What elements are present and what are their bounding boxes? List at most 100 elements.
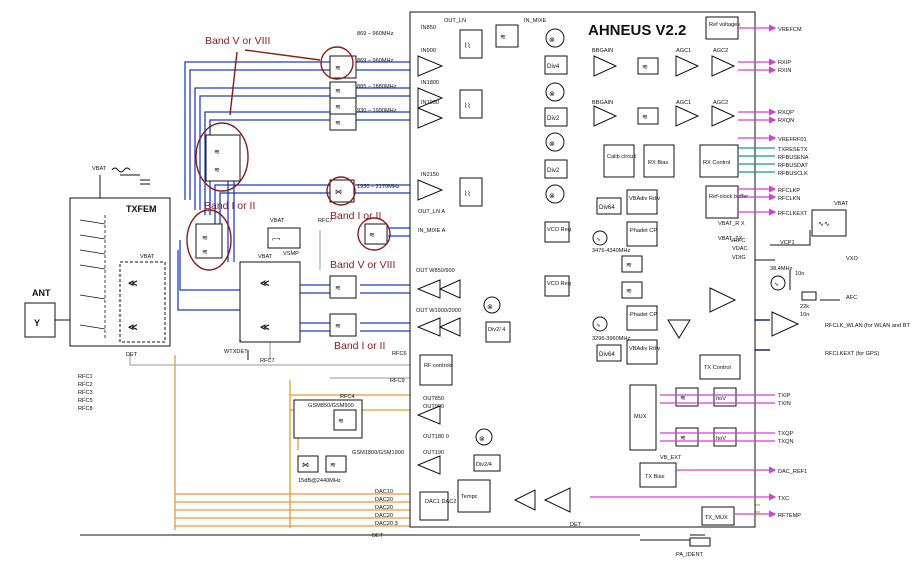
pin-vbat-r: VBAT_R X bbox=[718, 221, 745, 227]
pin-rfclkp: RFCLKP bbox=[778, 188, 800, 194]
rfc-list-5: RFC8 bbox=[78, 406, 93, 412]
gsm-hi-filter-b bbox=[325, 455, 347, 473]
rx-filter-out-ln-icon: ≋ bbox=[369, 232, 375, 239]
balun-upper-a bbox=[459, 29, 483, 59]
label-out1900: OUT190 bbox=[423, 450, 444, 456]
circle-band-v-filter bbox=[320, 46, 354, 80]
div64-a-block bbox=[596, 197, 622, 215]
pin-rfclk-wlan: RFCLK_WLAN (for WLAN and BT bbox=[825, 323, 910, 329]
label-agc1-b: AGC1 bbox=[676, 100, 691, 106]
rx-filter-4 bbox=[329, 113, 357, 131]
label-vdac: VDAC bbox=[732, 246, 748, 252]
rx-filter-label-4: 930 – 1990MHz bbox=[357, 108, 397, 114]
label-out1800: OUT180 0 bbox=[423, 434, 449, 440]
vco-reg-b-block bbox=[544, 275, 570, 297]
annotation-circles bbox=[186, 46, 391, 271]
fem-pa-1-icon: ≪ bbox=[128, 278, 137, 288]
tx-mux-block bbox=[701, 506, 735, 526]
duplexer-band-v-viii-icon-a: ≋ bbox=[214, 149, 220, 156]
phadet-a-block bbox=[626, 221, 658, 247]
div64-b-block bbox=[596, 344, 622, 362]
div2-b-block bbox=[544, 159, 568, 179]
circle-band-i-filter bbox=[326, 176, 356, 206]
label-in1900: IN1900 bbox=[421, 100, 439, 106]
afc-resistor bbox=[801, 291, 817, 301]
tx-filter-q-icon: ≋ bbox=[680, 435, 686, 442]
pin-txip: TXIP bbox=[778, 393, 791, 399]
label-agc2-b: AGC2 bbox=[713, 100, 728, 106]
annotation-band-i-ii-mid: Band I or II bbox=[330, 210, 381, 222]
vbadiv-b-block bbox=[626, 339, 658, 365]
lna-in850-triangle bbox=[417, 55, 444, 77]
div2-a-block bbox=[544, 107, 568, 127]
pin-rxqn: RXQN bbox=[778, 118, 794, 124]
dac-line-4: DAC20 bbox=[375, 513, 393, 519]
div4-label: Div4 bbox=[547, 63, 560, 70]
rx-filter-2 bbox=[329, 81, 357, 99]
label-rfc9: RFC9 bbox=[390, 378, 405, 384]
dac-line-1: DAC10 bbox=[375, 489, 393, 495]
pin-rftemp: RFTEMP bbox=[778, 513, 801, 519]
loop-filter-a bbox=[621, 255, 643, 273]
rf-controls-block bbox=[419, 354, 453, 386]
tx-control-block bbox=[699, 354, 741, 380]
duplexer-band-v-viii-icon-b: ≋ bbox=[214, 167, 220, 174]
tx-mixer-gsm-icon: ⊗ bbox=[479, 436, 485, 443]
ref-clock-buffer-block bbox=[705, 185, 739, 219]
pin-dac-ref1: DAC_REF1 bbox=[778, 469, 807, 475]
rfc-list-4: RFC5 bbox=[78, 398, 93, 404]
vco-b-freq: 3296-3960MHz bbox=[592, 336, 630, 342]
label-out-ln: OUT_LN bbox=[444, 18, 466, 24]
tx-filter-w850-icon: ≋ bbox=[335, 285, 341, 292]
bb-filter-a bbox=[637, 57, 659, 75]
pin-rfclkext: RFCLKEXT bbox=[778, 211, 808, 217]
tx-filter-label-gsm-hi: GSM1800/GSM1900 bbox=[352, 450, 404, 456]
pin-txqp: TXQP bbox=[778, 431, 793, 437]
det-buffer bbox=[513, 489, 536, 511]
div2-a-label: Div2 bbox=[547, 115, 560, 122]
pin-txin: TXIN bbox=[778, 401, 791, 407]
itov-i-label: ItoV bbox=[716, 396, 726, 402]
pin-vrefrf01: VREFRF01 bbox=[778, 137, 807, 143]
pin-txresetx: TXRESETX bbox=[778, 147, 808, 153]
div2-4-gsm-block bbox=[473, 454, 501, 472]
pin-rfclkn: RFCLKN bbox=[778, 196, 800, 202]
label-vbat-vsmp: VBAT bbox=[270, 218, 285, 224]
pin-c10n-a: 10n bbox=[795, 271, 804, 277]
label-in2150: IN2150 bbox=[421, 172, 439, 178]
loop-filter-b-icon: ≋ bbox=[626, 288, 632, 295]
balun-upper-a-icon: ⌇⌇ bbox=[464, 42, 471, 50]
phadet-b-block bbox=[626, 305, 658, 331]
loop-filter-b bbox=[621, 281, 643, 299]
label-vbat-top: VBAT bbox=[92, 166, 107, 172]
rx-mixers: ⊗ ⊗ ⊗ ⊗ bbox=[545, 28, 565, 204]
tx-filter-i bbox=[675, 387, 699, 407]
div4-block bbox=[544, 55, 568, 75]
lna-group bbox=[417, 55, 444, 201]
rx-filter-4-icon: ≋ bbox=[335, 120, 341, 127]
tx-mixer-w bbox=[483, 296, 501, 314]
rx-mixer-2-icon: ⊗ bbox=[549, 91, 555, 98]
pin-vcp1: VCP1 bbox=[780, 240, 795, 246]
txfem-label: TXFEM bbox=[126, 204, 157, 214]
label-in-mixe: IN_MIXE bbox=[524, 18, 547, 24]
label-vsmp: VSMP bbox=[283, 251, 299, 257]
rx-filter-1-icon: ≋ bbox=[335, 65, 341, 72]
label-out-w850: OUT W850/900 bbox=[416, 268, 455, 274]
rfc-list-2: RFC2 bbox=[78, 382, 93, 388]
antenna-box bbox=[24, 302, 56, 338]
bus-lines-green bbox=[738, 147, 775, 173]
rfc-list-3: RFC3 bbox=[78, 390, 93, 396]
ref-voltages-block bbox=[705, 16, 739, 40]
tx-pa-gsm-hi bbox=[416, 455, 441, 475]
tx-filter-w1900 bbox=[329, 313, 357, 337]
rfc-list-1: RFC1 bbox=[78, 374, 93, 380]
gsm-filter-icon: ≋ bbox=[338, 418, 344, 425]
rx-filter-3-icon: ≋ bbox=[335, 104, 341, 111]
balun-2150 bbox=[459, 177, 483, 207]
wcdma-pa-module bbox=[239, 261, 301, 343]
gsm-hi-filter-b-icon: ≋ bbox=[330, 462, 336, 469]
rx-mixe-filter bbox=[495, 24, 519, 48]
label-bbgain-b: BBGAIN bbox=[592, 100, 613, 106]
